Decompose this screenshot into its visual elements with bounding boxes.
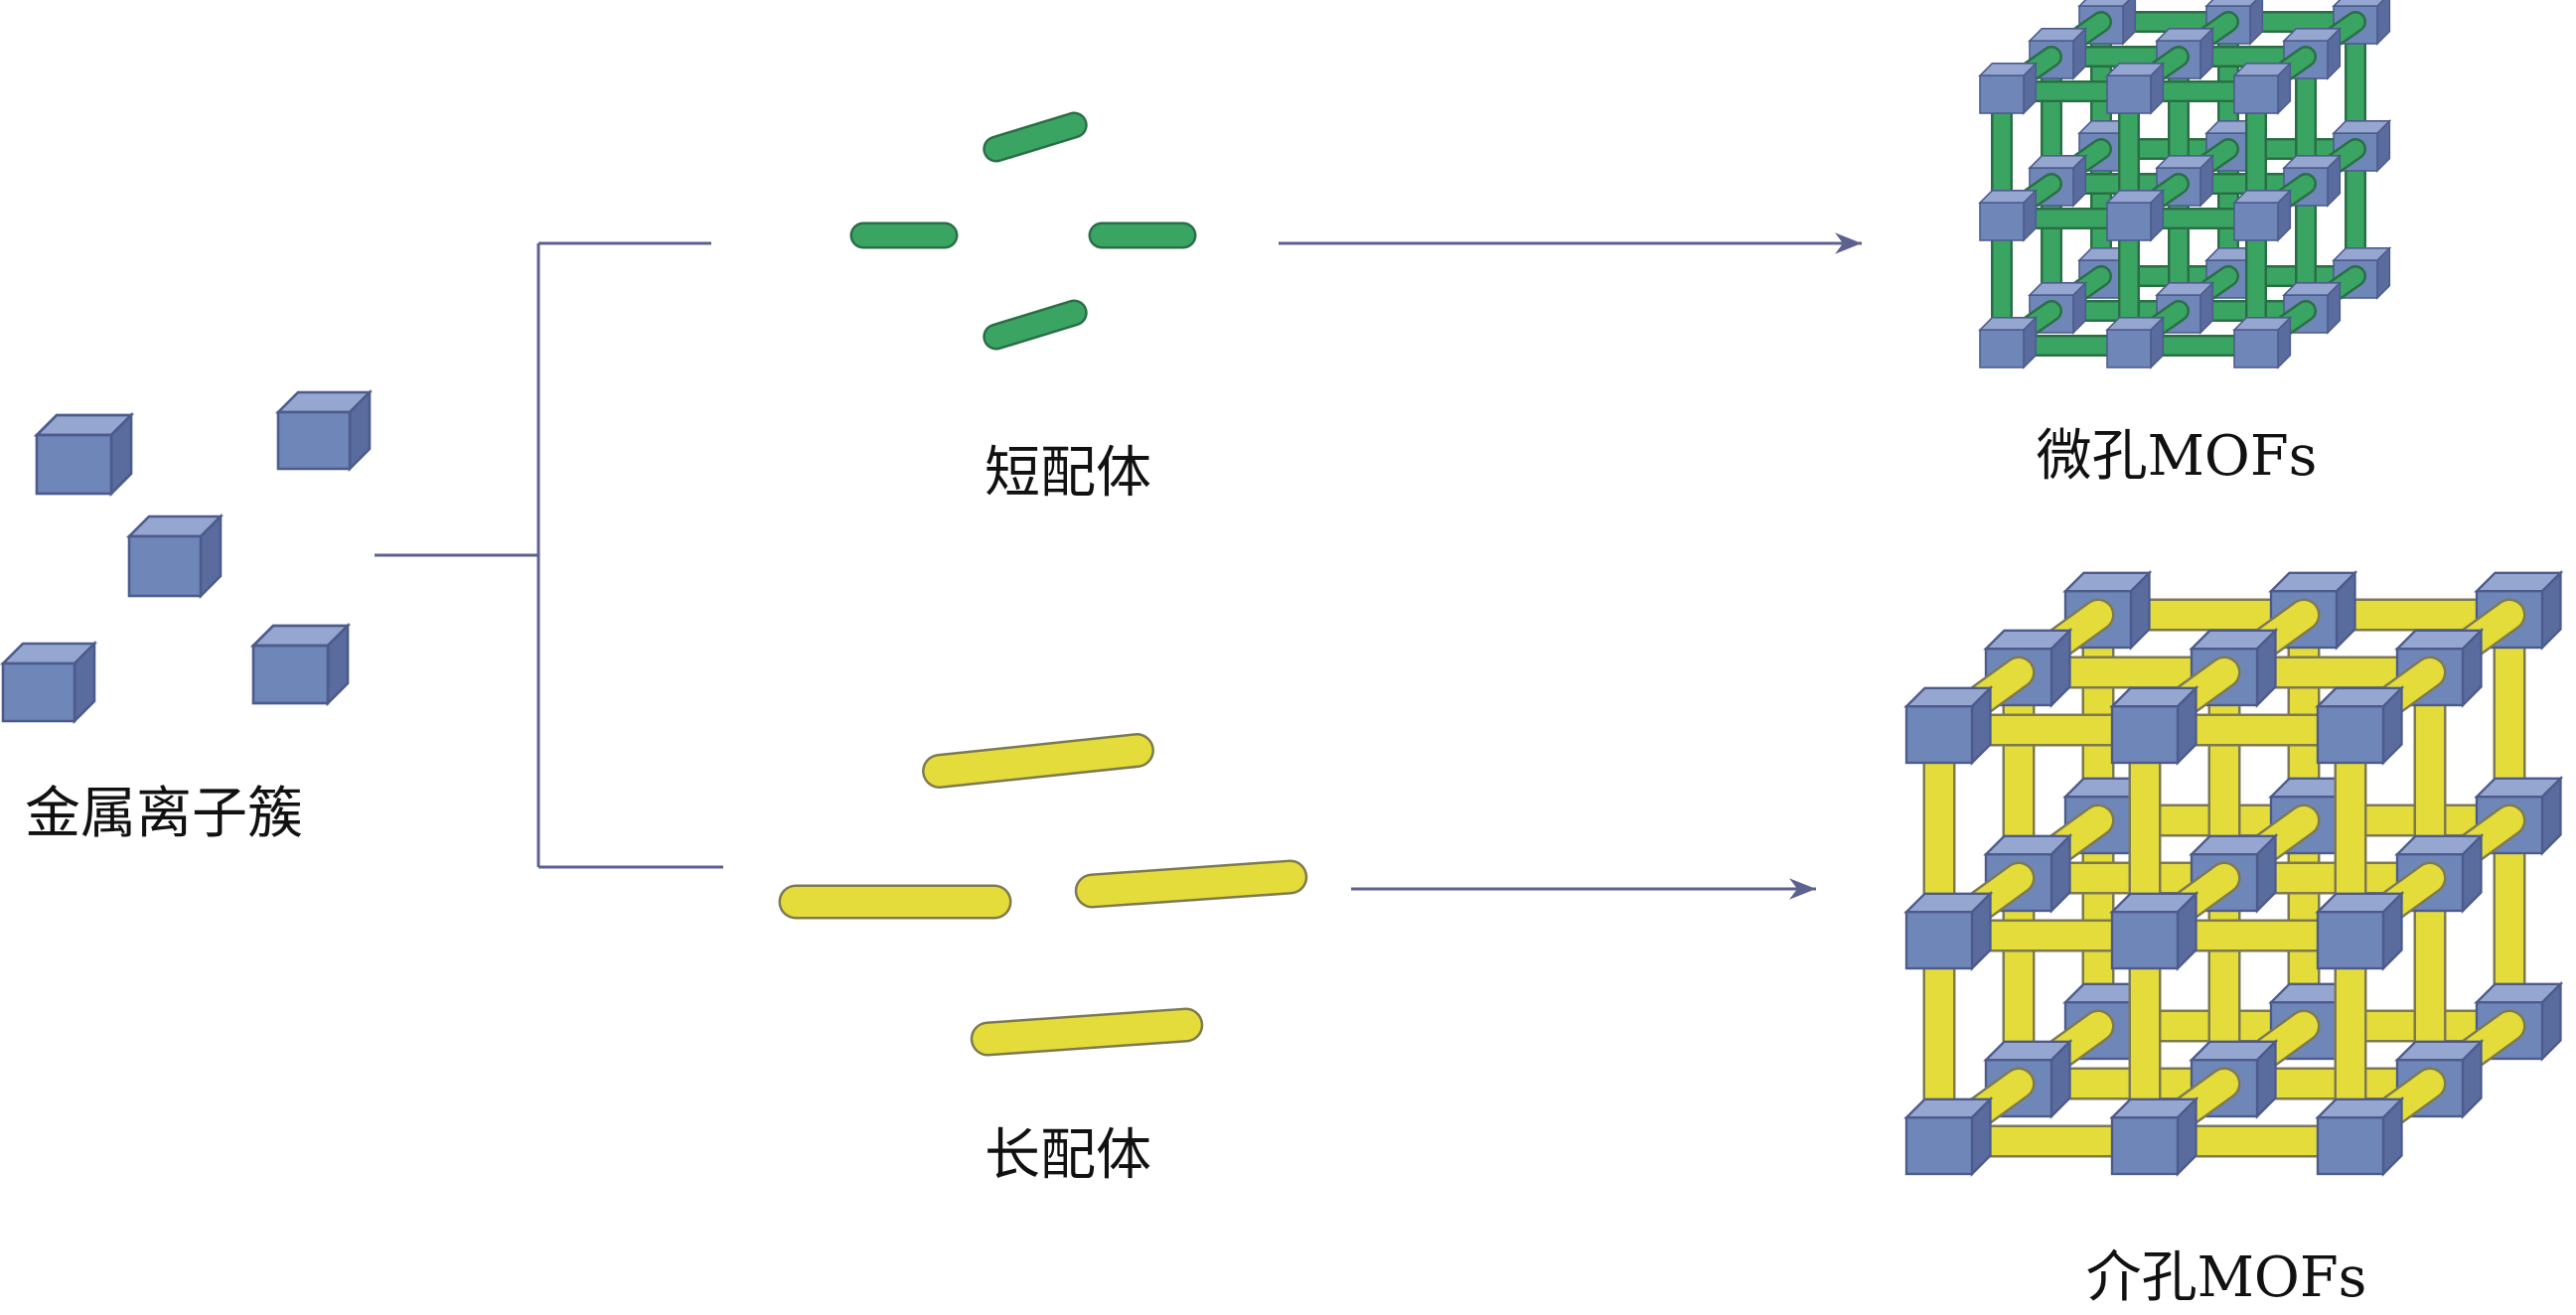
metal-node-cube xyxy=(2232,188,2293,242)
cube-front xyxy=(2233,74,2279,114)
metal-node-cube xyxy=(1903,684,1994,766)
rod-body xyxy=(985,114,1086,160)
metal-ion-clusters xyxy=(0,388,374,725)
cube-front xyxy=(2110,1116,2180,1176)
cube-side xyxy=(2249,0,2264,46)
short-linker-rod xyxy=(983,299,1088,351)
cube-front xyxy=(1979,74,2025,114)
cube-front xyxy=(2110,705,2180,765)
short-linker-label: 短配体 xyxy=(985,441,1151,506)
metal-node-cube xyxy=(1903,890,1994,971)
metal-node-cube xyxy=(2109,684,2199,766)
cube-side xyxy=(2122,0,2137,46)
metal-node-cube xyxy=(2109,890,2199,971)
cube-front xyxy=(2316,705,2385,765)
long-linker-rod xyxy=(922,733,1154,789)
short-linker-rod xyxy=(983,111,1088,163)
metal-node-cube xyxy=(2105,61,2166,115)
metal-node-cube xyxy=(2232,61,2293,115)
metal-node-cube xyxy=(1978,315,2039,369)
cube-side xyxy=(2376,0,2391,46)
long-linkers xyxy=(778,733,1308,1057)
rod-body xyxy=(973,1010,1201,1054)
metal-node-cube xyxy=(249,622,352,707)
metal-node-cube xyxy=(1978,188,2039,242)
metal-node-cube xyxy=(125,512,225,600)
microporous-label: 微孔MOFs xyxy=(2037,424,2318,489)
metal-node-cube xyxy=(2232,315,2293,369)
metal-node-cube xyxy=(2105,315,2166,369)
cube-front xyxy=(1,661,76,723)
mesoporous-label: 介孔MOFs xyxy=(2086,1245,2367,1310)
cube-front xyxy=(1979,329,2025,368)
cube-front xyxy=(251,644,330,705)
metal-node-cube xyxy=(2315,1096,2405,1177)
metal-node-cube xyxy=(1978,61,2039,115)
long-linker-label: 长配体 xyxy=(985,1123,1151,1188)
cube-front xyxy=(2106,74,2152,114)
cube-front xyxy=(2233,202,2279,241)
long-linker-rod xyxy=(1074,859,1308,909)
branch-connector xyxy=(375,241,723,869)
cube-front xyxy=(276,410,352,471)
metal-clusters-label: 金属离子簇 xyxy=(25,782,303,846)
cube-front xyxy=(2316,911,2385,970)
metal-node-cube xyxy=(2315,890,2405,971)
cube-front xyxy=(127,534,203,598)
long-linker-rod xyxy=(970,1007,1204,1057)
metal-node-cube xyxy=(33,411,135,498)
rod-body xyxy=(1077,862,1305,906)
cube-front xyxy=(2106,202,2152,241)
metal-node-cube xyxy=(1903,1096,1994,1177)
metal-node-cube xyxy=(2109,1096,2199,1177)
cube-front xyxy=(2233,329,2279,368)
mesoporous-mof-lattice xyxy=(1903,569,2564,1177)
metal-node-cube xyxy=(2315,684,2405,766)
cube-front xyxy=(1904,705,1974,765)
microporous-mof-lattice xyxy=(1978,0,2392,369)
cube-front xyxy=(2106,329,2152,368)
cube-front xyxy=(2316,1116,2385,1176)
rod-body xyxy=(924,735,1152,787)
metal-node-cube xyxy=(274,388,374,473)
cube-front xyxy=(2110,911,2180,970)
rod-body xyxy=(985,302,1086,348)
cube-front xyxy=(1904,911,1974,970)
metal-node-cube xyxy=(2105,188,2166,242)
cube-front xyxy=(35,433,113,496)
cube-front xyxy=(1979,202,2025,241)
metal-node-cube xyxy=(0,640,98,725)
short-linkers xyxy=(849,111,1197,351)
cube-front xyxy=(1904,1116,1974,1176)
